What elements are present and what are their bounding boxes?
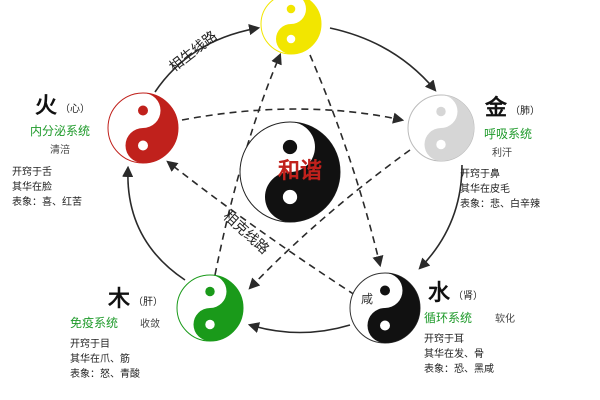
water-yinyang	[349, 272, 421, 344]
metal-name: 金	[484, 95, 508, 121]
metal-yinyang	[407, 94, 475, 162]
wood-taste: 酸	[185, 291, 197, 306]
water-fluid: 软化	[495, 312, 515, 325]
yinyang-light-dot	[205, 319, 215, 330]
line-fire-to-metal	[181, 108, 405, 124]
water-system: 循环系统	[424, 311, 472, 325]
yinyang-light-dot	[286, 34, 296, 44]
metal-fluid: 利汗	[492, 146, 512, 159]
metal-line-3: 表象：悲、白辛辣	[460, 197, 540, 210]
fire-name: 火	[35, 93, 57, 119]
yinyang-dark-dot	[205, 286, 215, 297]
center-yinyang	[239, 121, 341, 223]
fire-line-1: 开窍于舌	[12, 165, 52, 178]
wood-name: 木	[107, 286, 131, 312]
wood-block: 木 （肝） 免疫系统 收敛 开窍于目 其华在爪、筋 表象：怒、青酸	[70, 286, 163, 380]
generating-label: 相生线路	[167, 28, 221, 75]
fire-yinyang	[107, 92, 179, 164]
water-taste: 咸	[361, 292, 373, 306]
yinyang-dark-dot	[138, 105, 148, 116]
water-line-3: 表象：恐、黑咸	[424, 362, 494, 375]
yinyang-light-dot	[138, 140, 148, 151]
wood-organ: （肝）	[133, 296, 163, 308]
line-metal-to-wood	[248, 149, 411, 290]
fire-system: 内分泌系统	[30, 124, 90, 138]
yinyang-light-dot	[436, 139, 446, 150]
water-organ: （肾）	[453, 290, 483, 302]
arc-earth-to-metal	[329, 27, 437, 92]
yinyang-dark-dot	[436, 106, 446, 117]
fire-taste: 苦	[117, 120, 129, 134]
wood-yinyang	[176, 274, 244, 342]
wood-line-1: 开窍于目	[70, 337, 110, 350]
fire-line-3: 表象：喜、红苦	[12, 195, 82, 208]
water-name: 水	[428, 280, 451, 306]
yinyang-dark-dot	[282, 139, 298, 155]
metal-line-2: 其华在皮毛	[460, 182, 510, 195]
arc-wood-to-fire	[122, 165, 186, 281]
metal-organ: （肺）	[510, 105, 540, 117]
wood-system: 免疫系统	[70, 315, 118, 330]
water-block: 水 （肾） 循环系统 软化 开窍于耳 其华在发、骨 表象：恐、黑咸	[424, 280, 515, 375]
arc-metal-to-water	[418, 164, 463, 270]
water-line-2: 其华在发、骨	[424, 347, 484, 360]
yinyang-dark-dot	[286, 4, 296, 14]
water-line-1: 开窍于耳	[424, 332, 464, 345]
arc-fire-to-earth	[154, 24, 261, 93]
wood-line-3: 表象：怒、青酸	[70, 367, 140, 380]
metal-line-1: 开窍于鼻	[460, 167, 500, 180]
arc-water-to-wood	[247, 322, 351, 334]
metal-taste: 辛	[423, 116, 434, 130]
yinyang-light-dot	[282, 189, 298, 205]
fire-block: 火 （心） 内分泌系统 清涪 开窍于舌 其华在脸 表象：喜、红苦	[12, 93, 90, 208]
center-label: 和谐	[278, 158, 322, 184]
metal-block: 金 （肺） 呼吸系统 利汗 开窍于鼻 其华在皮毛 表象：悲、白辛辣	[460, 95, 540, 210]
line-water-to-fire	[166, 160, 356, 296]
metal-system: 呼吸系统	[484, 127, 532, 141]
wood-line-2: 其华在爪、筋	[70, 352, 130, 365]
yinyang-light-dot	[380, 320, 390, 331]
fire-line-2: 其华在脸	[12, 180, 52, 193]
earth-taste: 甜	[277, 11, 287, 24]
fire-fluid: 清涪	[50, 143, 70, 156]
wood-fluid: 收敛	[140, 317, 160, 330]
fire-organ: （心）	[60, 103, 90, 115]
yinyang-dark-dot	[380, 285, 390, 296]
generating-cycle	[122, 24, 463, 334]
line-earth-to-water	[309, 54, 384, 268]
earth-yinyang	[260, 0, 322, 55]
